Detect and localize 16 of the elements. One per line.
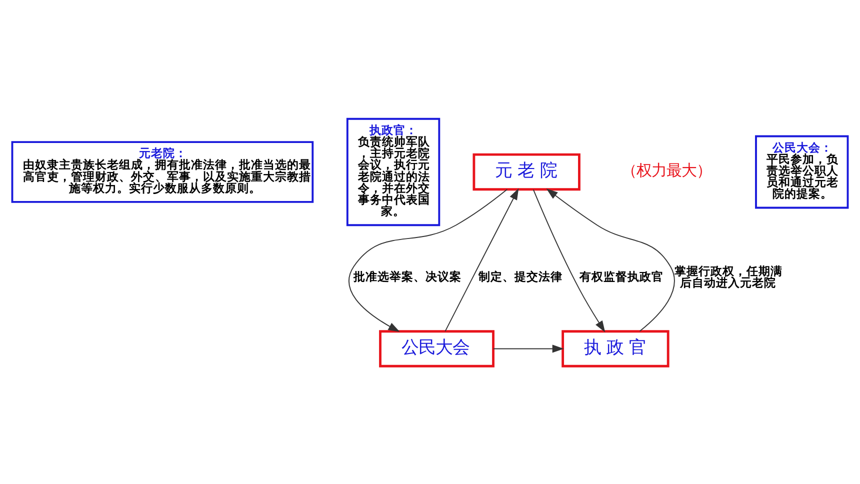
arrow bbox=[532, 188, 606, 332]
edge-label: 有权监督执政官 bbox=[580, 268, 664, 283]
node-box: 公民大会 bbox=[379, 330, 494, 367]
arrow bbox=[492, 344, 564, 352]
edge-label: 掌握行政权，任期满后自动进入元老院 bbox=[674, 263, 782, 290]
arrow bbox=[348, 188, 508, 332]
node-box: 元 老 院 bbox=[472, 152, 580, 190]
arrow bbox=[444, 188, 519, 332]
node-box: 公民大会： 平民参加，负责选举公职人员和通过元老院的提案。 bbox=[755, 134, 849, 208]
node-box: 执 政 官 bbox=[562, 330, 670, 367]
edge-label: 批准选举案、决议案 bbox=[354, 268, 462, 283]
node-box: 元老院： 由奴隶主贵族长老组成，拥有批准法律，批准当选的最高官吏，管理财政、外交、军事，以及实施重大宗教措施等权力。实行少数服从多数原则。 bbox=[11, 140, 314, 202]
node-box: 执政官： 负责统帅军队，主持元老院会议，执行元老院通过的法令，并在外交事务中代表国家。 bbox=[346, 117, 440, 226]
arrow bbox=[546, 188, 675, 332]
node-label: （权力最大） bbox=[622, 161, 712, 180]
edge-label: 制定、提交法律 bbox=[478, 268, 562, 283]
